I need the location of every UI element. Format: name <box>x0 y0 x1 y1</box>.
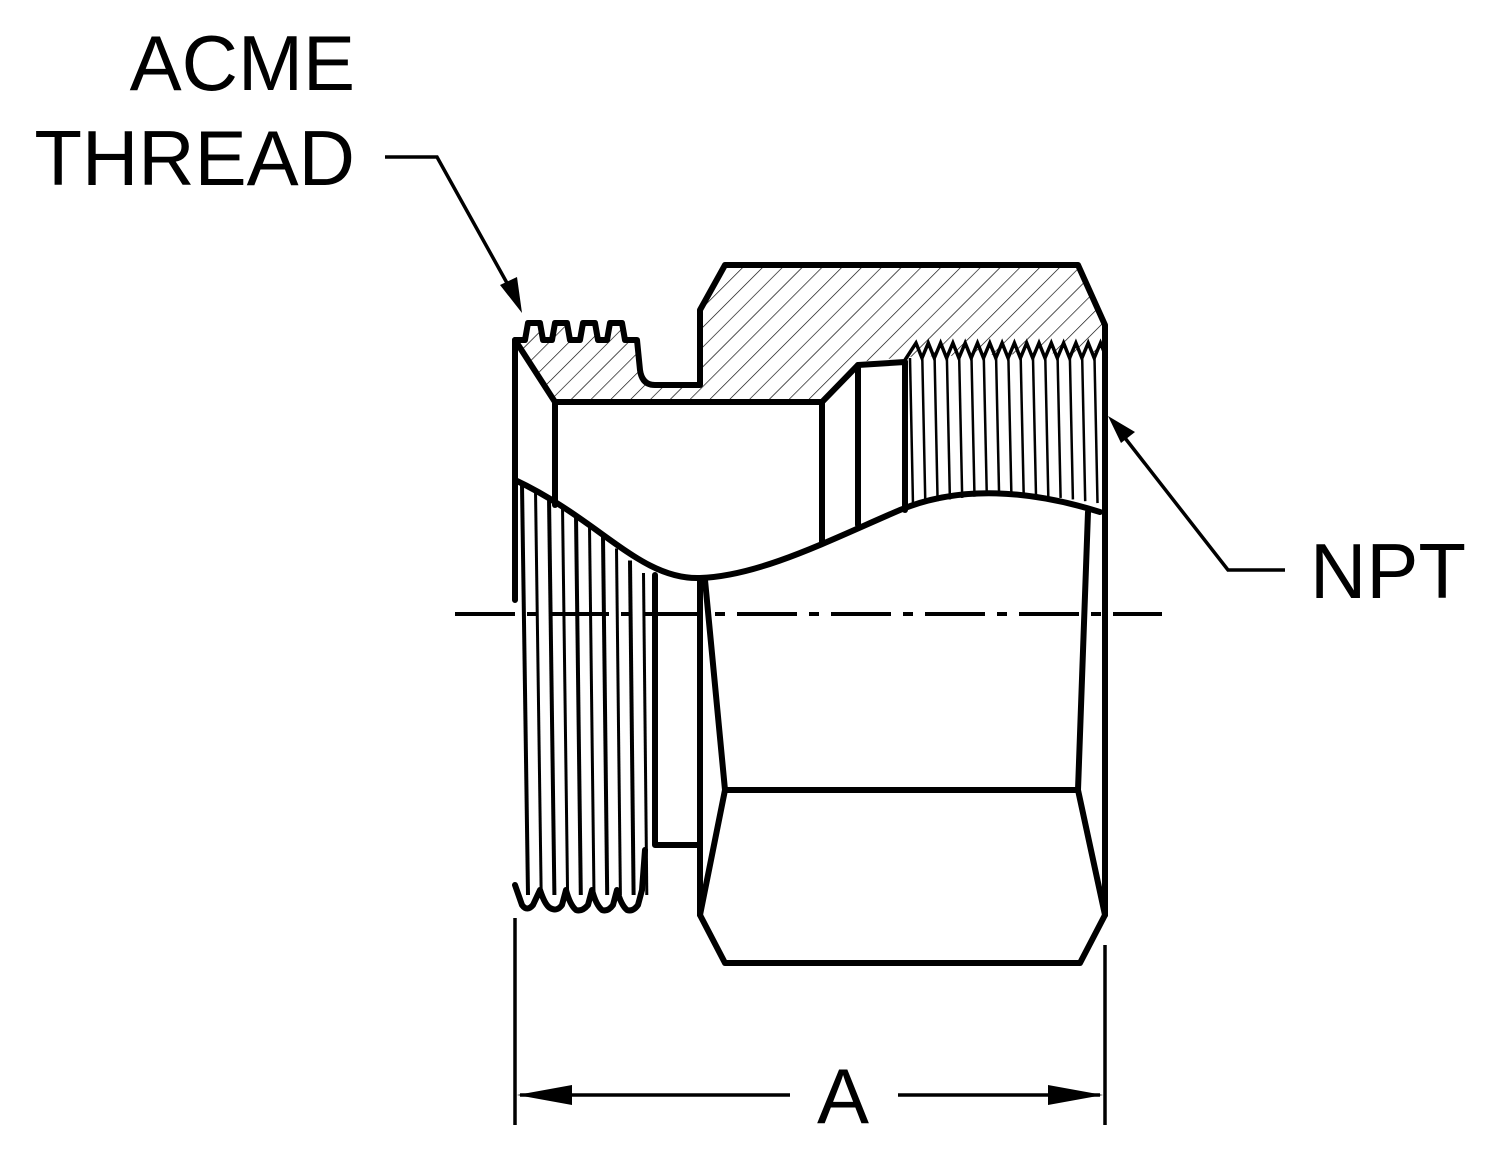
thread-line <box>945 357 952 500</box>
thread-line <box>588 525 596 896</box>
hex-flat-right <box>1075 509 1108 918</box>
thread-line <box>970 357 976 497</box>
thread-line <box>921 357 927 504</box>
npt-thread-lines <box>908 357 1099 506</box>
acme-leader <box>385 155 514 293</box>
thread-line <box>642 572 649 896</box>
thread-line <box>1093 357 1099 504</box>
thread-line <box>628 560 636 896</box>
npt-label: NPT <box>1310 527 1466 615</box>
dimension-arrow-left-icon <box>517 1085 572 1105</box>
thread-line <box>1031 357 1038 496</box>
dimension-arrow-right-icon <box>1048 1085 1103 1105</box>
thread-line <box>994 357 1001 496</box>
acme-thread-lines <box>520 484 649 896</box>
dimension-label: A <box>817 1052 869 1140</box>
acme-label-line2: THREAD <box>34 114 355 202</box>
thread-line <box>908 357 915 506</box>
thread-line <box>534 490 543 896</box>
thread-line <box>1019 357 1025 496</box>
npt-arrowhead-icon <box>1108 416 1135 443</box>
npt-thread-crest <box>903 338 1109 363</box>
section-outline <box>512 262 1108 918</box>
neck <box>652 572 703 848</box>
thread-line <box>561 506 570 896</box>
npt-leader <box>1123 436 1285 572</box>
acme-label-line1: ACME <box>130 19 355 107</box>
thread-line <box>601 536 610 896</box>
thread-line <box>574 515 583 896</box>
break-line <box>512 477 1103 582</box>
thread-line <box>982 357 989 496</box>
thread-line <box>1068 357 1075 500</box>
thread-line <box>615 548 622 896</box>
thread-line <box>520 484 530 896</box>
thread-line <box>1056 357 1062 498</box>
thread-line <box>1080 357 1087 502</box>
thread-line <box>1044 357 1050 497</box>
thread-line <box>547 497 557 896</box>
thread-line <box>1007 357 1013 496</box>
acme-thread-root <box>512 847 648 914</box>
hex-flat-left <box>697 577 728 918</box>
thread-line <box>933 357 939 502</box>
section-hatch <box>515 265 1105 402</box>
acme-arrowhead-icon <box>500 277 522 313</box>
hex-body <box>697 575 1108 966</box>
thread-line <box>957 357 964 498</box>
